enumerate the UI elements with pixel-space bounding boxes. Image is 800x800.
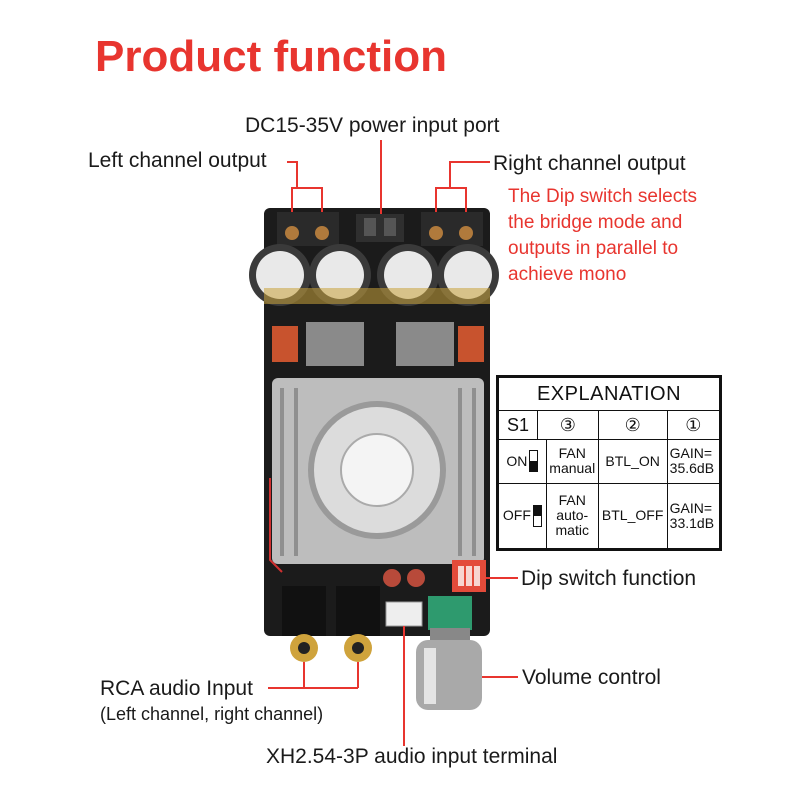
rca-label: RCA audio Input xyxy=(100,677,253,700)
gain-line: GAIN= xyxy=(669,499,713,516)
state-cell: OFF xyxy=(498,482,547,550)
fan-line: auto- xyxy=(556,507,589,524)
table-row: OFF FAN auto- matic BTL_OFF GAIN= 33.1dB xyxy=(498,482,721,550)
left-output-label: Left channel output xyxy=(88,149,267,172)
right-output-terminals xyxy=(421,212,483,246)
dip-note-line: The Dip switch selects xyxy=(508,186,698,207)
rca-sublabel: (Left channel, right channel) xyxy=(100,704,324,724)
heatsink xyxy=(272,378,484,564)
volume-label: Volume control xyxy=(522,666,661,689)
col-2: ② xyxy=(597,410,668,440)
power-port-label: DC15-35V power input port xyxy=(245,114,500,137)
gain-line: GAIN= xyxy=(669,445,713,462)
power-input-terminal xyxy=(356,214,404,242)
dip-note-line: the bridge mode and xyxy=(508,212,683,233)
fan-line: matic xyxy=(555,522,589,539)
left-output-terminals xyxy=(277,212,339,246)
table-row: ON FAN manual BTL_ON GAIN= 35.6dB xyxy=(498,439,721,484)
capacitors xyxy=(249,244,499,306)
btl-cell: BTL_OFF xyxy=(597,482,668,550)
leader-lines xyxy=(268,140,518,746)
btl-cell: BTL_ON xyxy=(597,439,668,484)
state-label: OFF xyxy=(502,507,531,524)
dip-note-line: achieve mono xyxy=(508,264,627,285)
state-cell: ON xyxy=(498,439,547,484)
col-1: ① xyxy=(666,410,721,440)
xh-terminal-label: XH2.54-3P audio input terminal xyxy=(266,745,558,768)
gain-line: 33.1dB xyxy=(669,514,715,531)
fan-line: manual xyxy=(549,460,596,477)
col-3: ③ xyxy=(537,410,599,440)
explanation-table: EXPLANATION S1 ③ ② ① ON FAN manual BTL_O… xyxy=(496,375,722,551)
fan-line: FAN xyxy=(558,492,586,509)
fan-cell: FAN auto- matic xyxy=(545,482,599,550)
state-label: ON xyxy=(506,452,528,469)
inductors xyxy=(272,322,484,366)
page-title: Product function xyxy=(95,32,447,81)
col-s1: S1 xyxy=(498,410,538,440)
dip-switch-label: Dip switch function xyxy=(521,567,697,590)
dip-note-line: outputs in parallel to xyxy=(508,238,679,259)
gain-line: 35.6dB xyxy=(669,460,715,477)
xh-connector xyxy=(385,601,423,627)
explanation-heading: EXPLANATION xyxy=(498,377,720,411)
fan-line: FAN xyxy=(558,445,586,462)
rca-jacks xyxy=(282,586,380,662)
fan-cell: FAN manual xyxy=(545,439,599,484)
switch-on-icon xyxy=(529,450,539,473)
volume-knob xyxy=(416,596,482,710)
gain-cell: GAIN= 33.1dB xyxy=(666,482,721,550)
dip-note: The Dip switch selects the bridge mode a… xyxy=(508,184,768,288)
right-output-label: Right channel output xyxy=(493,152,686,175)
switch-off-icon xyxy=(532,504,542,527)
gain-cell: GAIN= 35.6dB xyxy=(666,439,721,484)
